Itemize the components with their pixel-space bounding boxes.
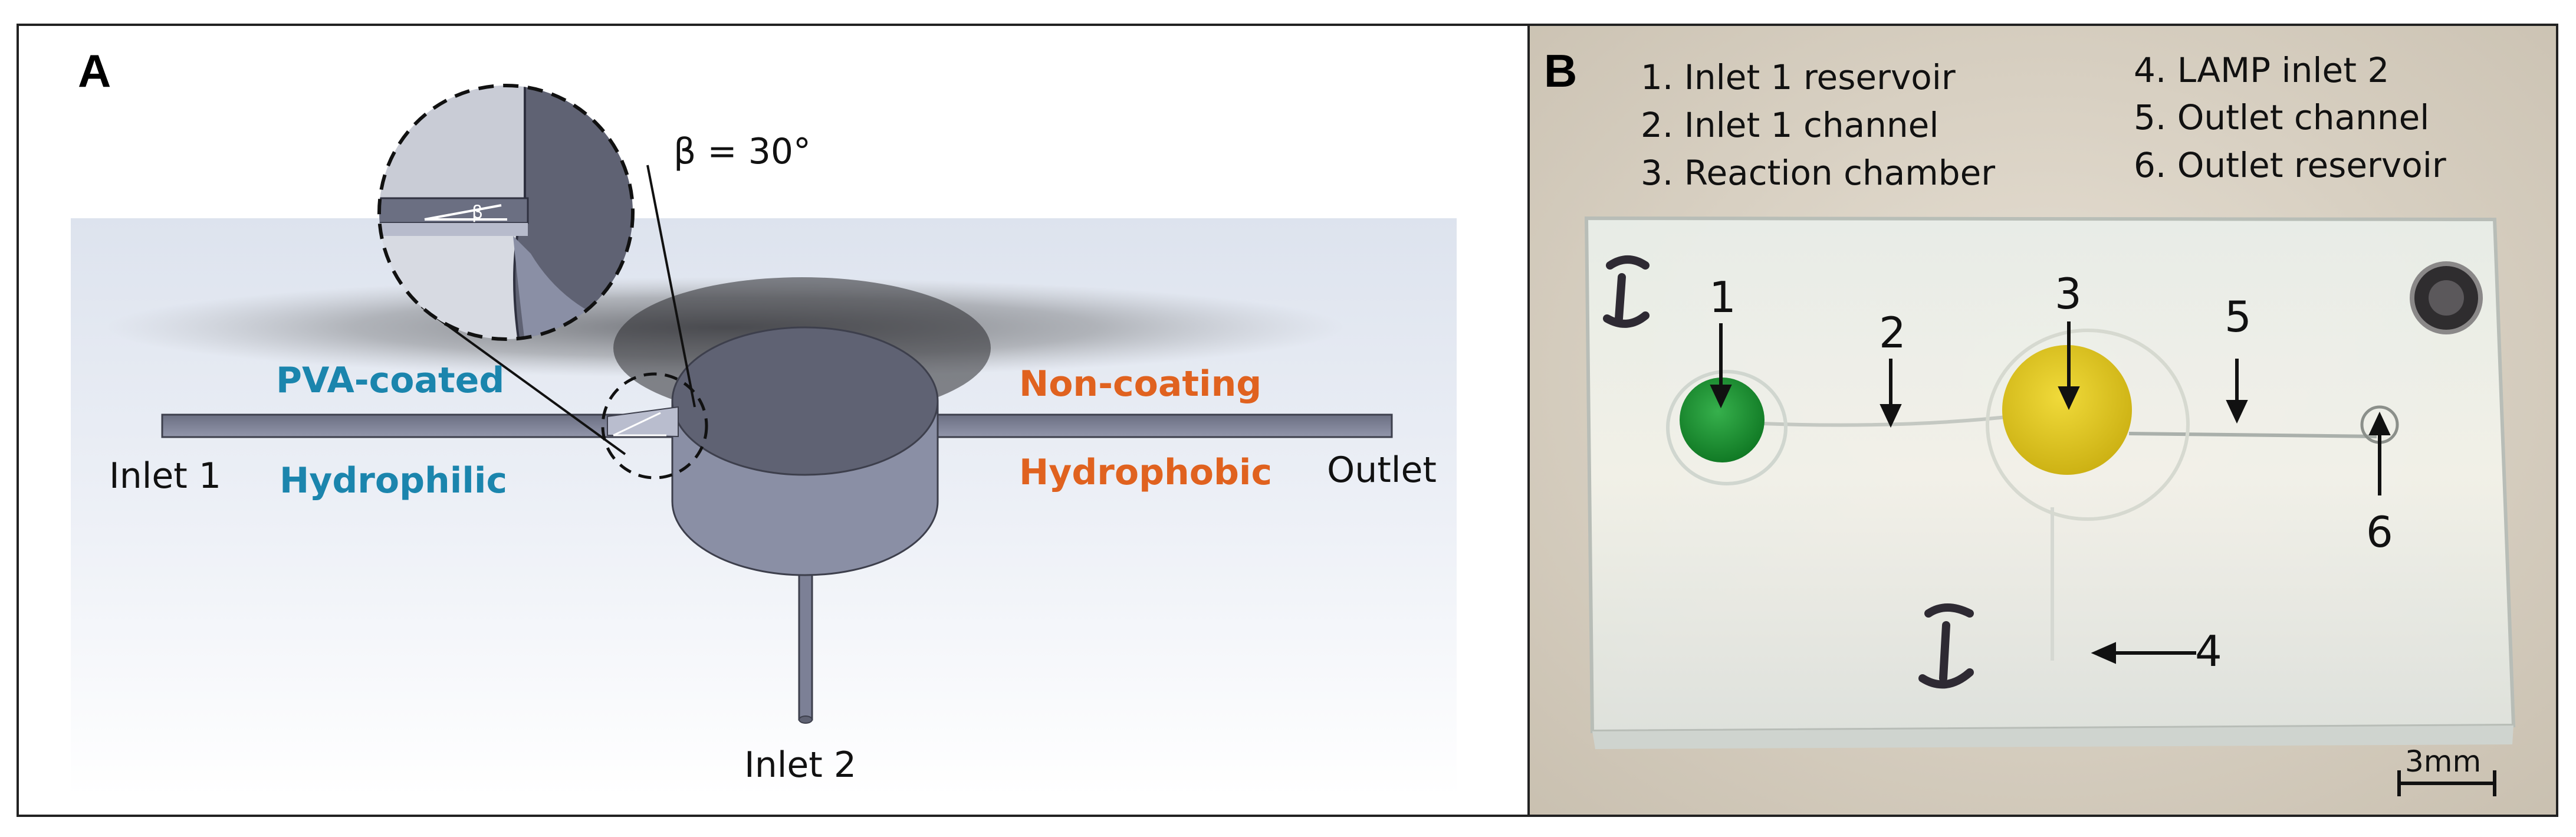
zoom-beta-label: β [472,202,483,223]
marker-4: 4 [2195,626,2222,676]
right-coating-label: Non-coating [1019,363,1262,405]
panel-b-letter: B [1544,45,1578,97]
right-property-label: Hydrophobic [1019,452,1273,493]
taper-angle [613,412,666,436]
marker-6: 6 [2366,507,2393,557]
panel-a-letter: A [78,45,111,97]
pen-mark-bottom [1918,603,1974,689]
outlet-channel-photo [2128,432,2377,438]
chamber-top [671,326,939,476]
yellow-chamber [2002,345,2132,475]
marker-1: 1 [1709,273,1736,322]
inlet2-label: Inlet 2 [744,744,857,786]
panel-divider [1527,24,1530,817]
marker-5: 5 [2225,292,2252,342]
punch-hole-inner [2429,280,2464,316]
left-coating-label: PVA-coated [276,360,505,401]
legend-item-3: 3. Reaction chamber [1641,153,1996,193]
legend-item-4: 4. LAMP inlet 2 [2134,50,2390,90]
inlet1-label: Inlet 1 [109,455,222,497]
green-reservoir-rim [1666,370,1788,485]
marker-2: 2 [1879,308,1906,357]
marker-3: 3 [2055,269,2082,319]
zoom-inset-border [377,84,635,341]
zoom-inset: β [379,86,633,339]
inlet1-channel-photo [1721,414,2018,427]
detail-marker-circle [601,372,708,480]
legend-item-6: 6. Outlet reservoir [2134,145,2446,185]
pen-mark-top-left [1603,255,1650,328]
green-reservoir [1680,378,1765,462]
chip-bottom-edge [1592,726,2513,749]
scale-bar-label: 3mm [2405,744,2482,779]
scale-bar [2397,770,2496,796]
legend-item-1: 1. Inlet 1 reservoir [1641,57,1956,97]
left-property-label: Hydrophilic [280,460,508,501]
yellow-chamber-rim [1986,329,2190,521]
leader-line-bottom [420,306,626,455]
outlet-label: Outlet [1327,449,1437,491]
leader-line-top [646,165,696,408]
legend-item-5: 5. Outlet channel [2134,97,2430,137]
angle-label: β = 30° [673,131,811,172]
legend-item-2: 2. Inlet 1 channel [1641,105,1939,145]
marker-arrows [1710,321,2391,664]
inlet2-end [799,715,813,724]
